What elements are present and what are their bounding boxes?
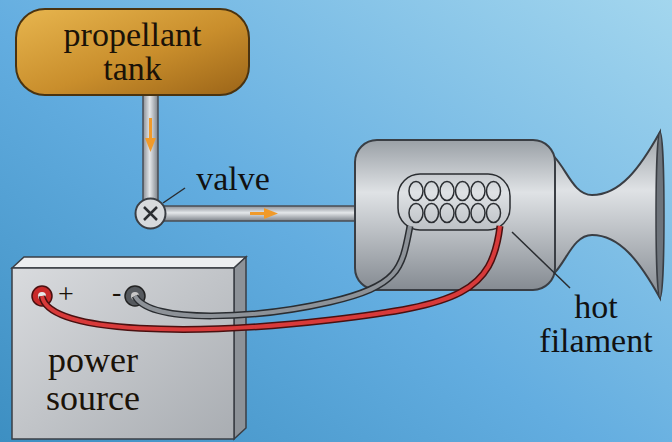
coil-winding [487, 182, 501, 201]
thrust-chamber [355, 140, 555, 290]
coil-winding [487, 204, 501, 223]
wire [42, 226, 500, 329]
wire [42, 226, 500, 329]
polarity-sign: - [112, 278, 121, 306]
coil-winding [409, 182, 423, 201]
coil-winding [425, 204, 439, 223]
nozzle-lip [656, 132, 664, 298]
coil-winding [409, 204, 423, 223]
leader-line [512, 232, 570, 288]
nozzle [540, 132, 660, 298]
power-source-box [234, 257, 246, 439]
coil-winding [456, 204, 470, 223]
valve-symbol [144, 207, 157, 220]
coil-winding [440, 204, 454, 223]
polarity-sign: + [58, 280, 74, 308]
leader-line [163, 188, 185, 203]
feed-pipe [143, 92, 158, 200]
coil-winding [456, 182, 470, 201]
part-label: valve [188, 162, 278, 196]
wire [135, 226, 410, 316]
power-source-box [12, 268, 234, 439]
filament-coil [409, 182, 501, 223]
power-source-label: power source [18, 342, 168, 418]
tank-label: propellant tank [55, 18, 210, 86]
power-source: + - power source [12, 262, 234, 438]
flow-arrow [250, 212, 266, 215]
flow-arrow [145, 138, 156, 152]
coil-winding [440, 182, 454, 201]
part-label: hot filament [530, 290, 662, 358]
valve-symbol [136, 199, 166, 229]
wire [135, 226, 410, 316]
coil-winding [471, 182, 485, 201]
filament-coil [398, 174, 510, 230]
flow-arrow [149, 118, 152, 140]
flow-arrow [264, 208, 278, 219]
coil-winding [425, 182, 439, 201]
feed-pipe [160, 206, 360, 221]
power-source-box [12, 257, 246, 268]
propellant-tank: propellant tank [15, 8, 250, 96]
coil-winding [471, 204, 485, 223]
